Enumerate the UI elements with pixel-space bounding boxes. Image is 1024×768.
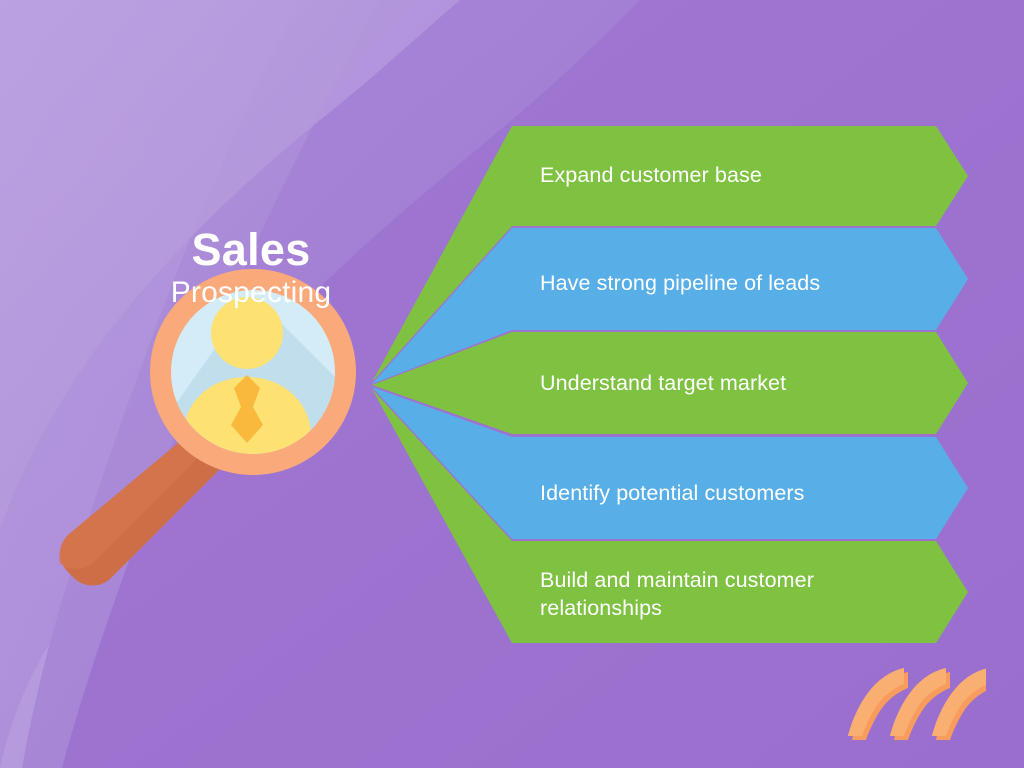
arrow-band-4[interactable] [372, 387, 968, 539]
arrow-band-1[interactable] [372, 126, 968, 382]
three-slash-logo-icon [848, 668, 986, 740]
person-head-icon [211, 297, 283, 369]
arrow-band-5[interactable] [372, 389, 968, 643]
band-label-3: Understand target market [540, 371, 787, 395]
band-label-1: Expand customer base [540, 163, 762, 187]
magnifying-glass-person-icon [59, 269, 356, 586]
band-label-2: Have strong pipeline of leads [540, 271, 821, 295]
arrow-band-3[interactable] [372, 332, 968, 434]
arrow-band-2[interactable] [372, 228, 968, 384]
band-label-4: Identify potential customers [540, 481, 805, 505]
band-label-5: Build and maintain customer relationship… [540, 568, 814, 620]
person-tie-icon [231, 375, 263, 443]
